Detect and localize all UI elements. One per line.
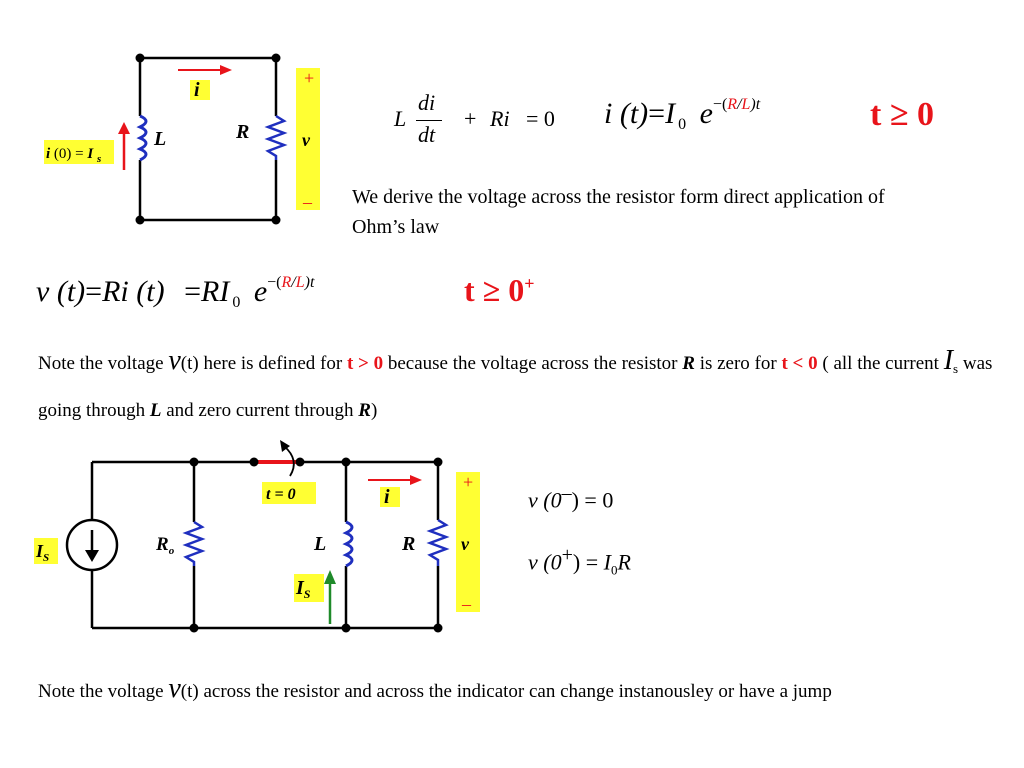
eq-voltage-eq: = (85, 275, 103, 308)
eq-diff-Ri: Ri (490, 106, 510, 131)
eq-voltage-t2: (t) (136, 275, 165, 308)
initial-current-label: i (0) = I s (46, 146, 101, 165)
note-1-v: v (168, 345, 181, 376)
eq-diff-num: di (418, 90, 436, 115)
resistor-ro-zigzag (182, 520, 206, 566)
voltage-2-minus: – (461, 594, 472, 614)
resistor-ro-label: Ro (155, 534, 175, 557)
eq-diff-plus: + (464, 106, 477, 131)
current-label-box (190, 80, 210, 100)
eq-v0-plus: v (0+) = I0R (528, 544, 631, 578)
condition-t-ge-0: t ≥ 0 (870, 96, 934, 133)
eq-voltage-sub0: 0 (232, 294, 241, 311)
voltage-2-plus: + (463, 472, 473, 492)
voltage-1-plus: + (304, 68, 314, 88)
eq-voltage-Ri: Ri (102, 275, 129, 308)
eq-voltage-RI: RI (201, 275, 230, 308)
derive-text: We derive the voltage across the resisto… (352, 186, 885, 238)
eq-voltage-eq2: = (184, 275, 201, 308)
condition-t-ge-0-plus: t ≥ 0+ (464, 272, 535, 308)
eq-current-e: e (699, 97, 713, 130)
circuit-1: i i (0) = I s L R + v – (44, 53, 320, 225)
switch-label-box (262, 482, 316, 504)
eq-current-exponent: −(R/L)t (712, 96, 761, 113)
current-label-i-2: i (384, 486, 390, 508)
voltage-1-minus: – (302, 192, 313, 212)
switch-label: t = 0 (266, 486, 296, 503)
current-arrow-i (178, 65, 232, 75)
eq-v0-minus: v (0–) = 0 (528, 482, 614, 513)
resistor-1-label: R (235, 121, 249, 143)
eq-current-t: (t) (619, 97, 649, 130)
current-label-i: i (194, 79, 200, 101)
eq-voltage-e: e (253, 275, 268, 308)
eq-voltage-exponent: −(R/L)t (267, 274, 315, 291)
note-2-v: v (168, 673, 181, 704)
source-label-box (34, 538, 58, 564)
eq-diff: L di dt + Ri = 0 (394, 90, 584, 148)
voltage-bar-1 (296, 68, 320, 210)
current-source-arrow (85, 550, 99, 562)
circuit-1-wires (138, 56, 278, 222)
circuit-2-wires (90, 460, 440, 630)
current-label-box-2 (380, 487, 400, 507)
resistor-2-zigzag (426, 518, 450, 566)
note-1-cond-lt: t < 0 (781, 353, 818, 374)
voltage-1-label: v (302, 130, 311, 150)
note-2: Note the voltage v(t) across the resisto… (38, 673, 832, 704)
is-label-box (294, 574, 324, 602)
note-1-cond-gt: t > 0 (346, 353, 384, 374)
inductor-2-coil (342, 520, 354, 568)
eq-voltage-t: (t) (56, 275, 86, 308)
circuit-1-nodes (135, 53, 281, 225)
condition-plus-sup: + (524, 273, 535, 294)
eq-diff-L: L (394, 106, 407, 131)
note-1-I: I (943, 345, 954, 376)
resistor-1-zigzag (264, 114, 288, 160)
eq-voltage-v: v (36, 275, 50, 308)
eq-diff-fraction-bar (416, 120, 442, 121)
source-label: IS (35, 541, 49, 564)
inductor-1-label: L (153, 128, 166, 150)
note-1: Note the voltage v(t) here is defined fo… (38, 345, 993, 421)
initial-current-arrow (118, 122, 130, 170)
note-1-R: R (682, 353, 695, 374)
current-arrow-i-2 (368, 475, 422, 485)
eq-current-I: I (665, 97, 676, 130)
eq-current-sub0: 0 (678, 116, 687, 133)
eq-diff-den: dt (418, 122, 436, 147)
note-1-R2: R (358, 400, 371, 421)
circuit-2-nodes (189, 457, 443, 633)
is-label: IS (295, 577, 311, 601)
eq-diff-eq0: = 0 (526, 106, 555, 131)
inductor-2-label: L (313, 533, 326, 555)
inductor-1-coil (136, 114, 148, 162)
circuit-2: IS Ro t = 0 i L IS R + v – (34, 440, 480, 633)
initial-current-box (44, 140, 114, 164)
inductor-current-arrow (324, 570, 336, 624)
eq-current-i: i (604, 97, 613, 130)
note-1-L: L (149, 400, 162, 421)
voltage-2-label: v (461, 534, 470, 554)
resistor-2-label: R (401, 533, 415, 555)
voltage-bar-2 (456, 472, 480, 612)
eq-current-eq: = (648, 97, 666, 130)
